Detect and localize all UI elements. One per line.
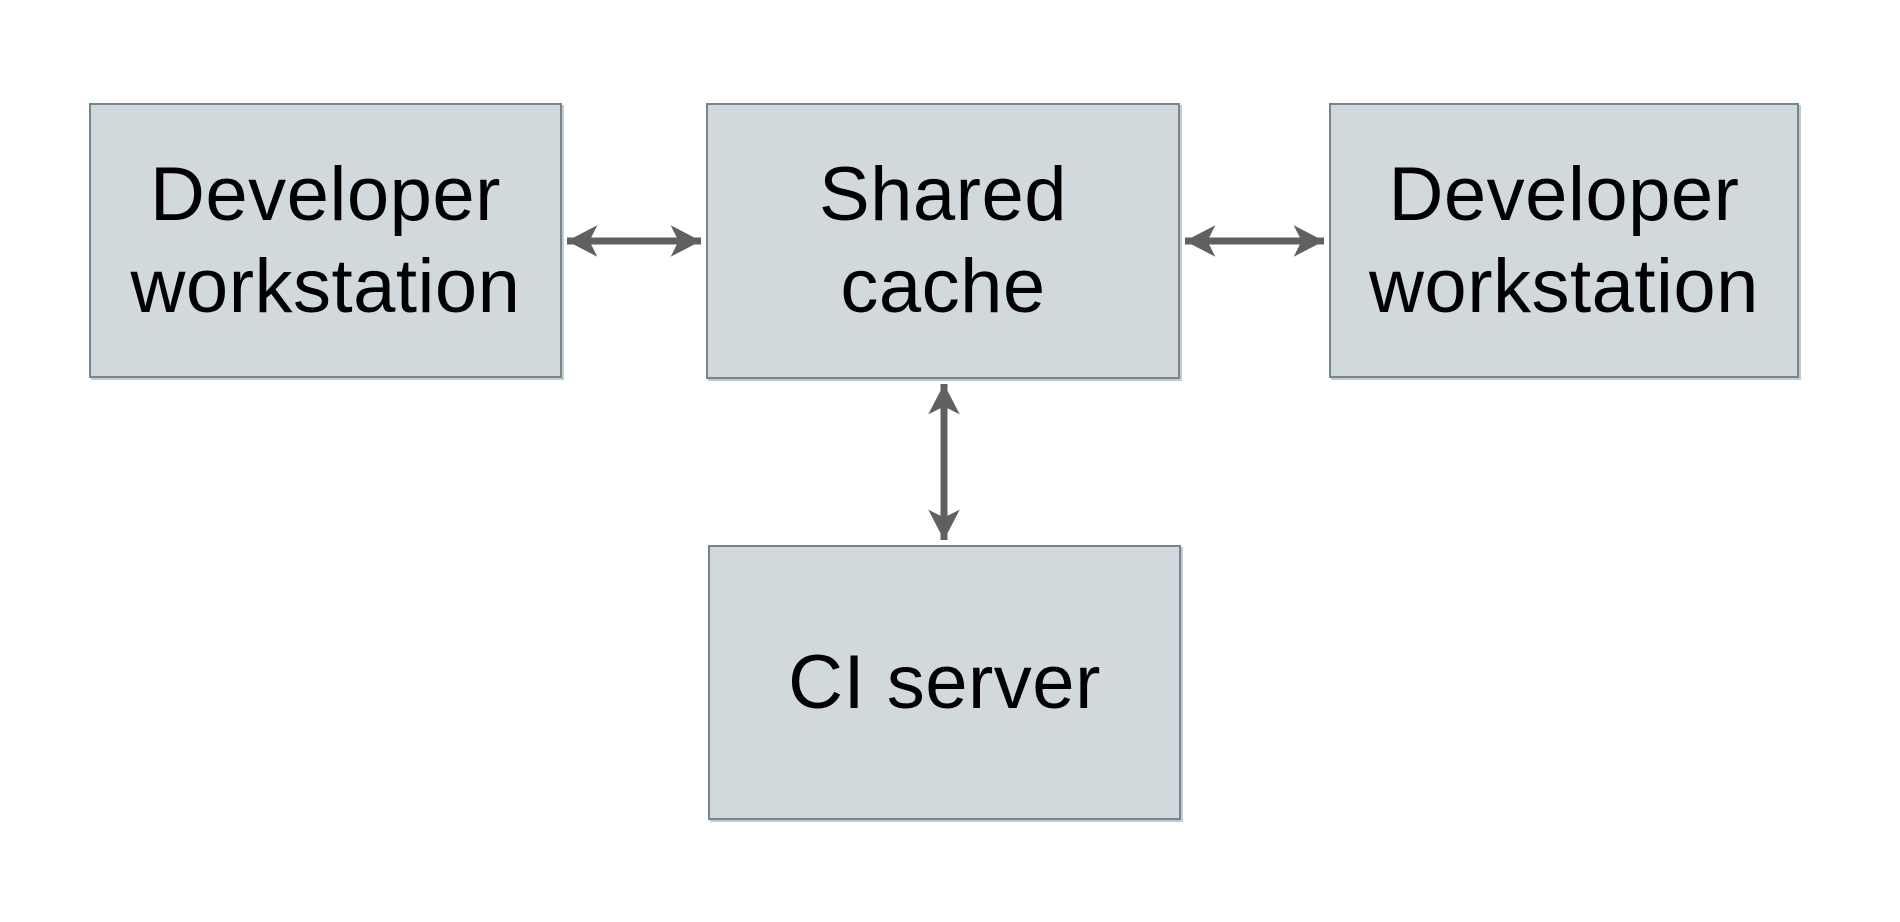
node-shared-cache: Shared cache xyxy=(706,103,1180,379)
node-developer-workstation-right: Developer workstation xyxy=(1329,103,1799,378)
node-label: Developer workstation xyxy=(1369,151,1759,329)
node-label: CI server xyxy=(788,639,1101,725)
node-label: Developer workstation xyxy=(130,151,521,329)
node-ci-server: CI server xyxy=(708,545,1181,820)
node-developer-workstation-left: Developer workstation xyxy=(89,103,562,378)
node-label: Shared cache xyxy=(818,152,1068,329)
